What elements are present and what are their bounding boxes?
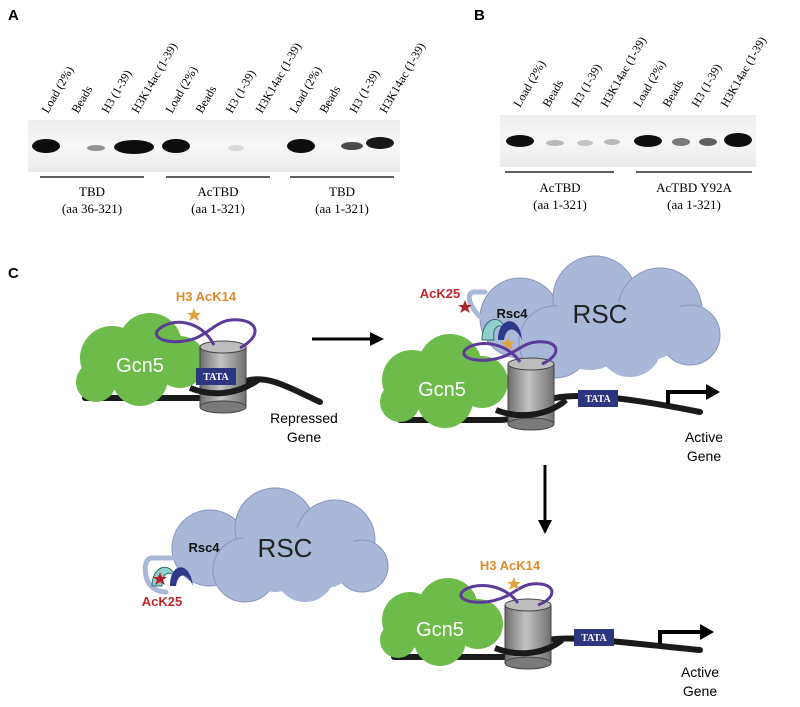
blot-a-group-3-range: (aa 1-321) — [315, 201, 369, 216]
active-label-4-line-1: Active — [681, 664, 719, 680]
blot-a-bands — [32, 137, 394, 154]
dna-wrap — [188, 377, 260, 397]
blot-a-group-1-name: TBD — [79, 184, 105, 199]
band — [577, 140, 593, 146]
panel-a-letter: A — [8, 7, 19, 24]
h3-ack14-label-4: H3 AcK14 — [480, 558, 541, 573]
gcn5-label-2: Gcn5 — [418, 379, 466, 401]
lane-label: Beads — [659, 77, 686, 110]
gcn5-label: Gcn5 — [116, 355, 164, 377]
blot-b-group-2-range: (aa 1-321) — [667, 197, 721, 212]
histone-tail-2 — [462, 340, 558, 366]
band — [506, 135, 534, 147]
lane-label: H3K14ac (1-39) — [376, 40, 428, 115]
acetyl-star-red — [458, 300, 472, 313]
gcn5-label-4: Gcn5 — [416, 619, 464, 641]
band — [114, 140, 154, 154]
dna-wrap-4 — [493, 637, 564, 657]
lane-label: Beads — [539, 77, 566, 110]
acetyl-star-gold-4 — [507, 577, 521, 590]
active-label-line-1: Active — [685, 429, 723, 445]
gcn5-blob-2 — [380, 334, 508, 428]
band — [87, 145, 105, 151]
nucleosome-2 — [507, 357, 555, 431]
scene-active-final: Gcn5 H3 AcK14 TATA Active Gene — [380, 558, 719, 699]
gcn5-blob — [76, 313, 206, 406]
arrow-right — [312, 332, 384, 346]
scene-rsc-released: RSC Rsc4 AcK25 — [142, 487, 389, 609]
panel-c-letter: C — [8, 265, 19, 282]
rsc-label: RSC — [573, 299, 628, 329]
rsc-blob-3 — [171, 487, 389, 603]
blot-a-membrane — [28, 120, 400, 172]
rsc4-label: Rsc4 — [496, 306, 528, 321]
band — [604, 139, 620, 145]
bromodomain-2 — [498, 321, 522, 340]
panel-b-letter: B — [474, 7, 485, 24]
blot-a-group-2-name: AcTBD — [197, 184, 238, 199]
active-label-line-2: Gene — [687, 448, 721, 464]
band — [366, 137, 394, 149]
dna-wrap-2 — [494, 397, 568, 419]
rsc4-tail — [466, 289, 491, 325]
tata-box — [196, 368, 236, 385]
acetyl-star-red-3 — [153, 572, 167, 585]
band — [287, 139, 315, 153]
scene-repressed: Gcn5 H3 AcK14 TATA Repressed Gene — [76, 289, 338, 445]
bromodomain-3b — [170, 567, 193, 586]
tata-label-4: TATA — [581, 633, 607, 644]
band — [162, 139, 190, 153]
blot-b-membrane — [500, 115, 756, 167]
band — [32, 139, 60, 153]
band — [699, 138, 717, 146]
tata-box-2 — [578, 390, 618, 407]
nucleosome-4 — [504, 598, 552, 670]
tata-box-4 — [574, 629, 614, 646]
histone-tail — [154, 318, 257, 350]
scene-active-rsc-bound: RSC Rsc4 AcK25 Gcn5 TATA Active — [380, 255, 723, 464]
ack25-label: AcK25 — [420, 286, 460, 301]
band — [228, 145, 244, 151]
blot-a-group-2-range: (aa 1-321) — [191, 201, 245, 216]
histone-tail-4 — [459, 582, 554, 607]
band — [724, 133, 752, 147]
tss-arrow-4 — [658, 624, 714, 644]
rsc-label-3: RSC — [258, 533, 313, 563]
lane-label: Beads — [316, 83, 343, 116]
repressed-label-line-1: Repressed — [270, 410, 338, 426]
rsc4-label-3: Rsc4 — [188, 540, 220, 555]
blot-b-group-1-range: (aa 1-321) — [533, 197, 587, 212]
acetyl-star-gold — [187, 308, 201, 321]
blot-a-group-3-name: TBD — [329, 184, 355, 199]
h3-ack14-label: H3 AcK14 — [176, 289, 237, 304]
ack25-label-3: AcK25 — [142, 594, 182, 609]
blot-a-group-1-range: (aa 36-321) — [62, 201, 122, 216]
blot-b-bands — [506, 133, 752, 147]
lane-label: H3K14ac (1-39) — [717, 34, 769, 109]
rsc4-tail-3 — [142, 555, 175, 595]
band — [546, 140, 564, 146]
band — [672, 138, 690, 146]
band — [634, 135, 662, 147]
blot-b-group-1-name: AcTBD — [539, 180, 580, 195]
tata-label: TATA — [203, 372, 229, 383]
blot-b-group-2-name: AcTBD Y92A — [656, 180, 732, 195]
lane-label: Beads — [68, 83, 95, 116]
band — [341, 142, 363, 150]
active-label-4-line-2: Gene — [683, 683, 717, 699]
arrow-down — [538, 465, 552, 534]
repressed-label-line-2: Gene — [287, 429, 321, 445]
tss-arrow — [666, 384, 720, 404]
tata-label-2: TATA — [585, 394, 611, 405]
lane-label: Beads — [192, 83, 219, 116]
